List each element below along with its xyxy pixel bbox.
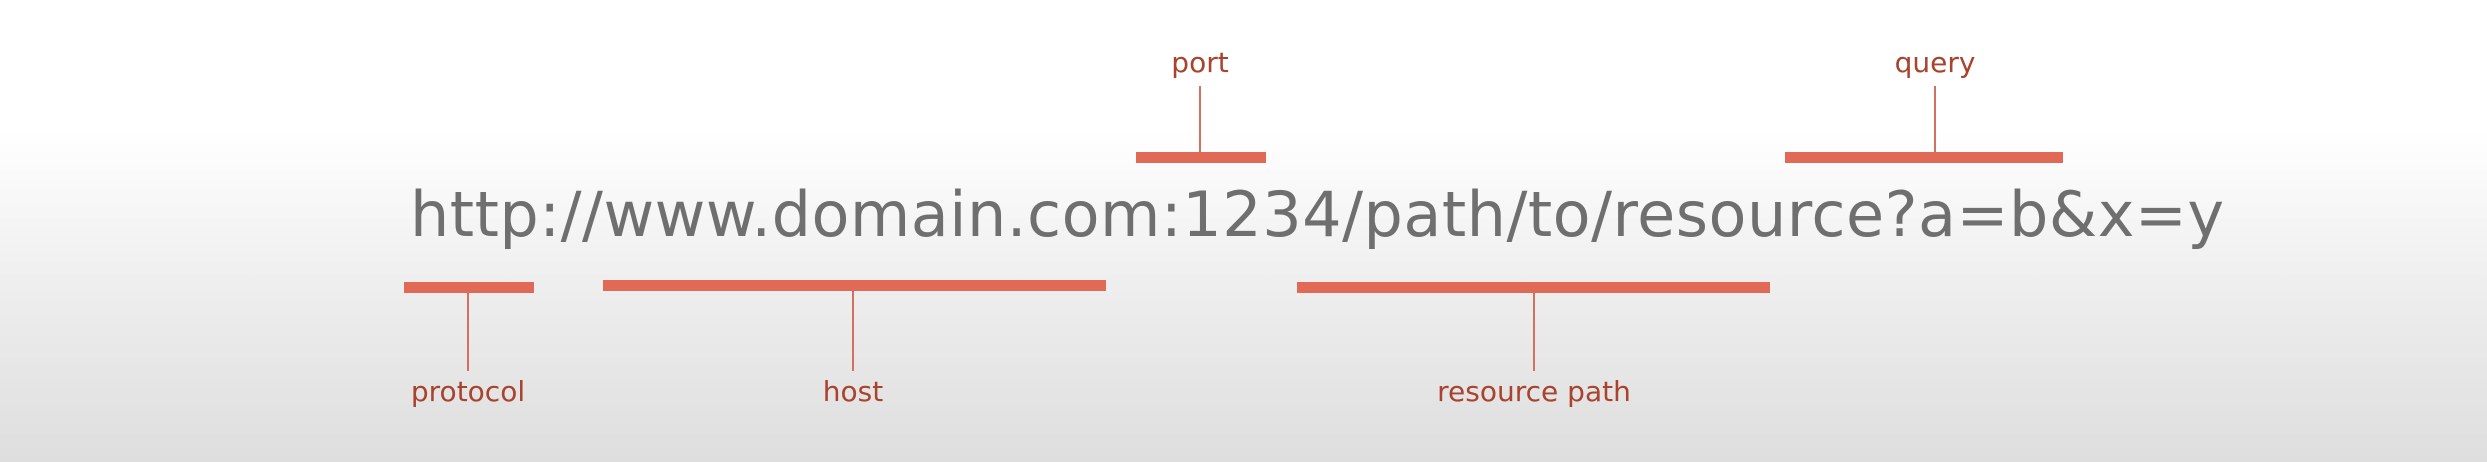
protocol-stem [467,293,469,371]
url-part-resource-path: /path/to/resource [1342,178,1885,251]
protocol-label: protocol [410,375,526,408]
query-label: query [1894,46,1976,79]
resource-path-bracket [1297,282,1770,293]
protocol-bracket [404,282,534,293]
url-part-host: //www.domain.com [560,178,1161,251]
resource-path-stem [1533,293,1535,371]
host-label: host [822,375,884,408]
port-bracket [1136,152,1266,163]
url-string: http://www.domain.com:1234/path/to/resou… [410,170,2225,260]
host-bracket [603,280,1106,291]
query-stem [1934,86,1936,153]
host-stem [852,291,854,371]
resource-path-label: resource path [1437,375,1631,408]
query-bracket [1785,152,2063,163]
port-label: port [1171,46,1229,79]
port-stem [1199,86,1201,153]
url-part-port: :1234 [1160,178,1343,251]
url-part-query: ?a=b&x=y [1884,178,2225,251]
url-part-protocol: http: [410,178,561,251]
